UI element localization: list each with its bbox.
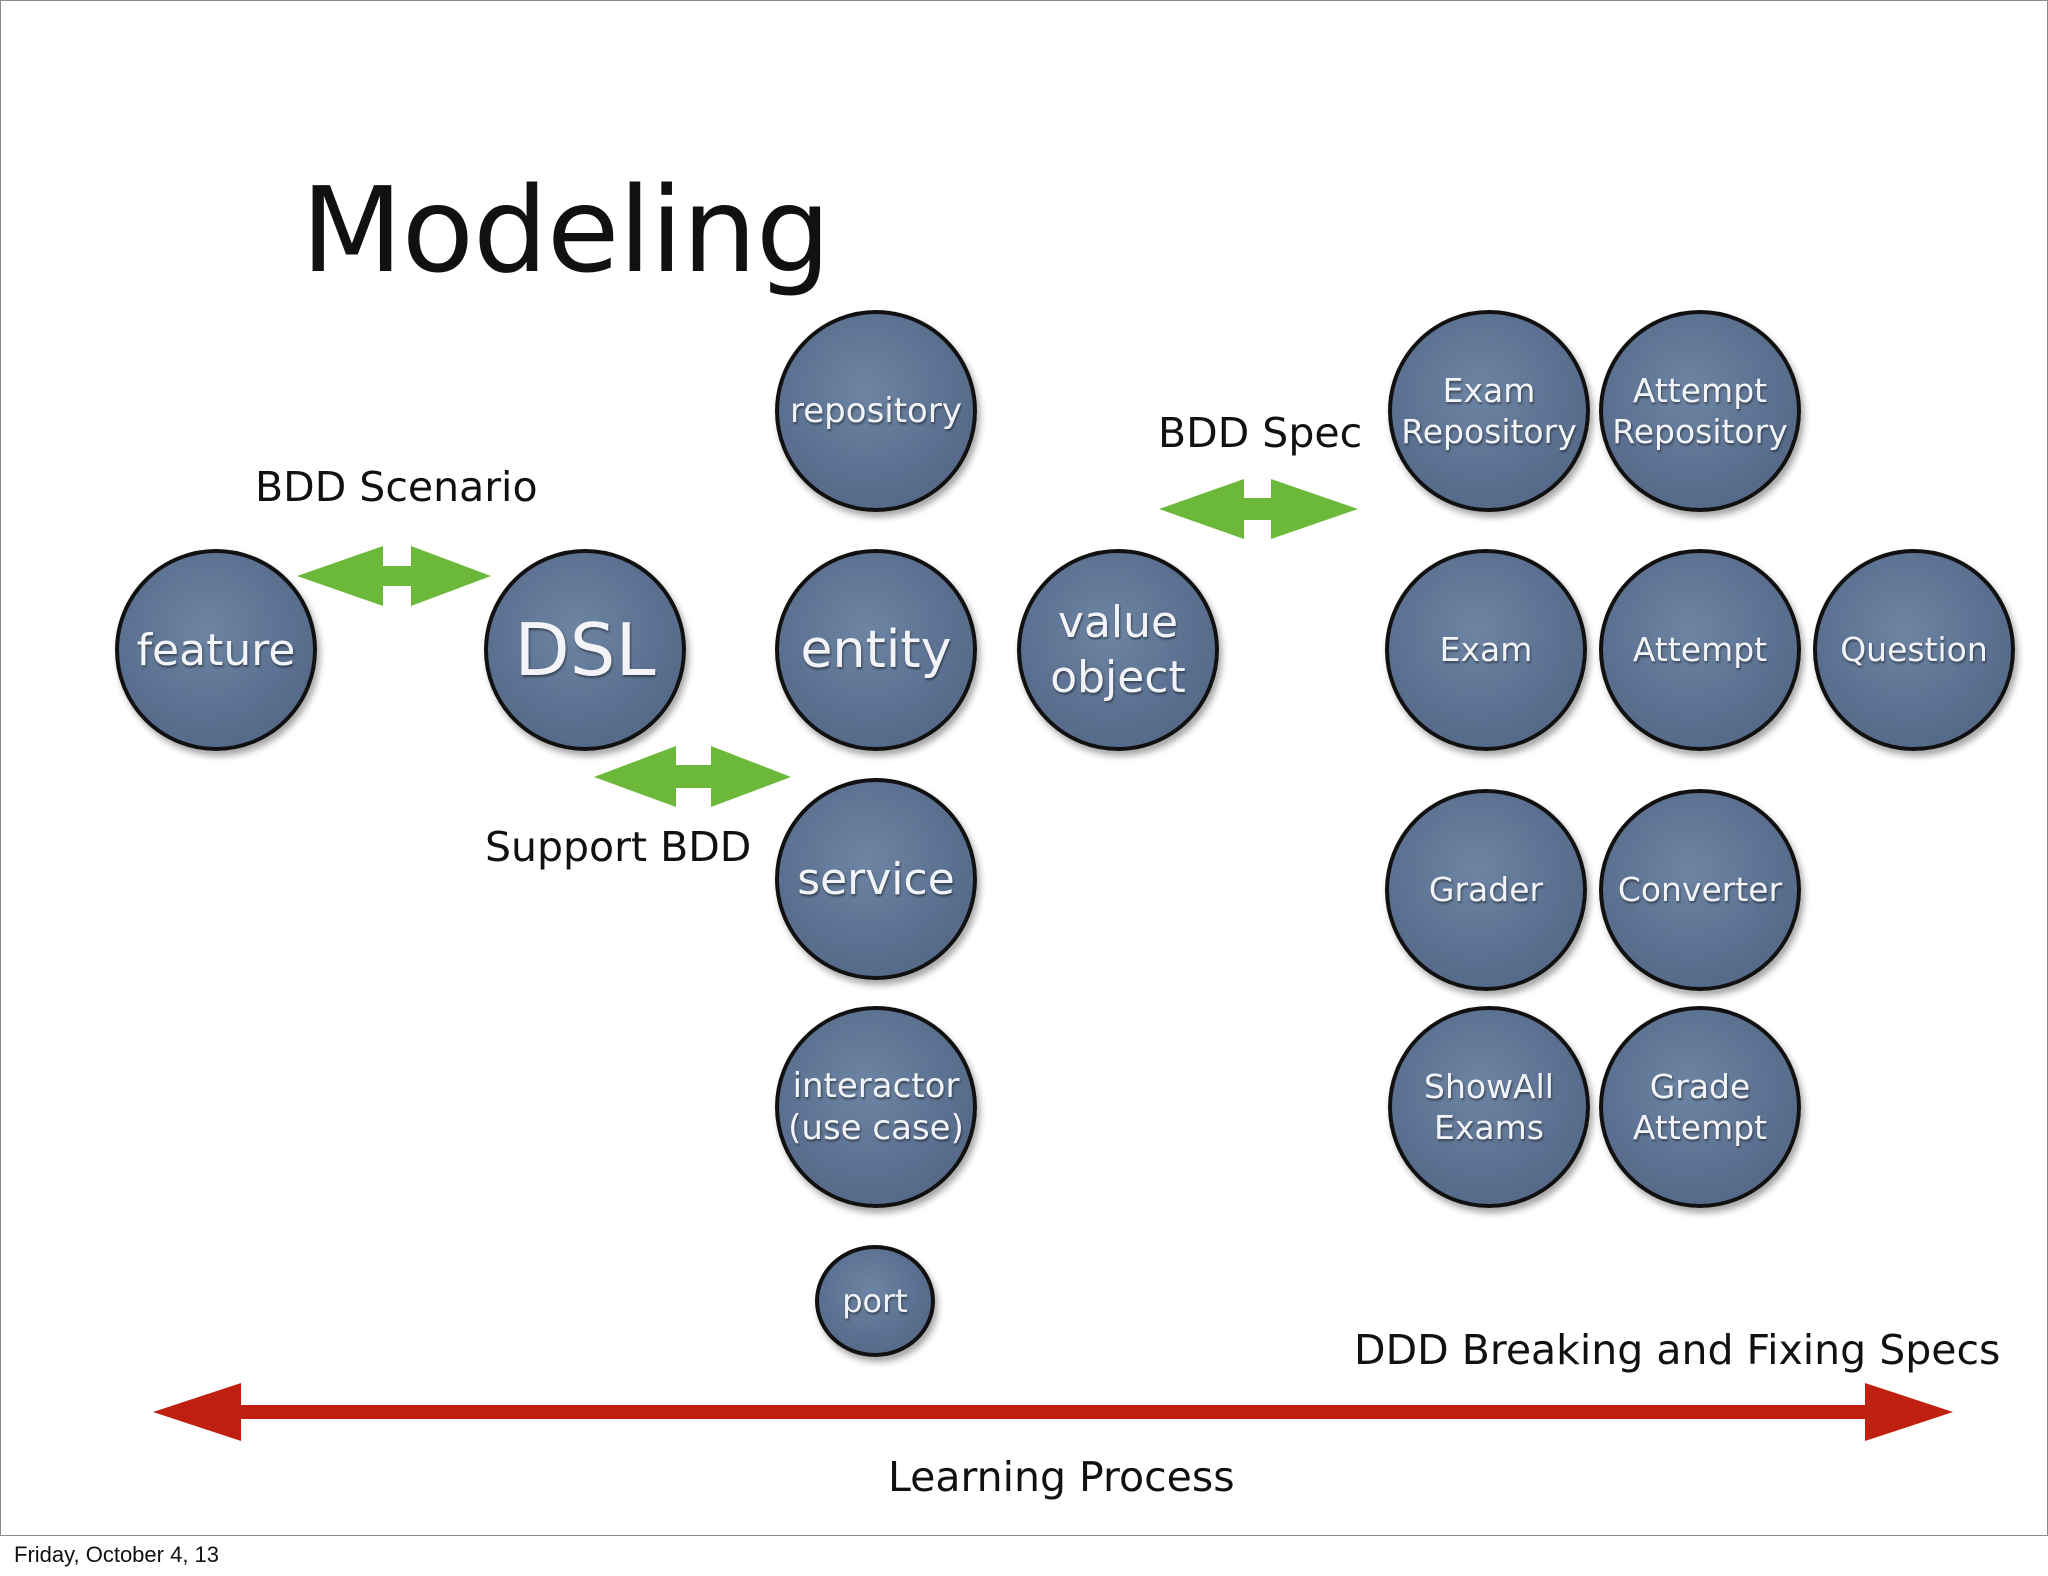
- feature-node: feature: [115, 549, 317, 751]
- arrows-layer: [153, 479, 1953, 1441]
- service-node: service: [775, 778, 977, 980]
- converter-node-label: Converter: [1617, 870, 1783, 910]
- value-object-node: value object: [1017, 549, 1219, 751]
- attempt-node-label: Attempt: [1632, 630, 1768, 670]
- repository-node-label: repository: [790, 390, 962, 431]
- port-node-label: port: [842, 1282, 908, 1320]
- attempt-node: Attempt: [1599, 549, 1801, 751]
- converter-node: Converter: [1599, 789, 1801, 991]
- support-bdd-arrow: [594, 746, 791, 807]
- support-bdd-label: Support BDD: [485, 823, 752, 871]
- attempt-repository-node: Attempt Repository: [1599, 310, 1801, 512]
- exam-node-label: Exam: [1439, 630, 1533, 670]
- grade-attempt-node-label: Grade Attempt: [1632, 1066, 1768, 1147]
- bdd-spec-arrow: [1159, 479, 1358, 539]
- showall-exams-node: ShowAll Exams: [1388, 1006, 1590, 1208]
- question-node: Question: [1813, 549, 2015, 751]
- question-node-label: Question: [1840, 630, 1988, 670]
- slide-title: Modeling: [301, 161, 831, 299]
- bdd-scenario-arrow: [297, 546, 491, 606]
- dsl-node-label: DSL: [514, 608, 656, 692]
- bdd-spec-label: BDD Spec: [1158, 409, 1363, 457]
- exam-node: Exam: [1385, 549, 1587, 751]
- learning-process-label: Learning Process: [888, 1453, 1235, 1501]
- service-node-label: service: [797, 853, 955, 905]
- repository-node: repository: [775, 310, 977, 512]
- interactor-node: interactor (use case): [775, 1006, 977, 1208]
- entity-node-label: entity: [800, 619, 952, 680]
- grade-attempt-node: Grade Attempt: [1599, 1006, 1801, 1208]
- learning-process-arrow: [153, 1383, 1953, 1441]
- bdd-scenario-label: BDD Scenario: [255, 463, 538, 511]
- ddd-breaking-label: DDD Breaking and Fixing Specs: [1354, 1326, 2001, 1374]
- exam-repository-node-label: Exam Repository: [1401, 370, 1577, 451]
- showall-exams-node-label: ShowAll Exams: [1424, 1066, 1554, 1147]
- attempt-repository-node-label: Attempt Repository: [1612, 370, 1788, 451]
- exam-repository-node: Exam Repository: [1388, 310, 1590, 512]
- grader-node: Grader: [1385, 789, 1587, 991]
- grader-node-label: Grader: [1428, 870, 1544, 910]
- interactor-node-label: interactor (use case): [788, 1065, 964, 1149]
- value-object-node-label: value object: [1050, 597, 1186, 703]
- slide: Modeling BDD Scenario Support BDD BDD Sp…: [0, 0, 2048, 1536]
- entity-node: entity: [775, 549, 977, 751]
- port-node: port: [815, 1245, 935, 1357]
- dsl-node: DSL: [484, 549, 686, 751]
- footer-date: Friday, October 4, 13: [14, 1542, 220, 1567]
- feature-node-label: feature: [136, 624, 296, 676]
